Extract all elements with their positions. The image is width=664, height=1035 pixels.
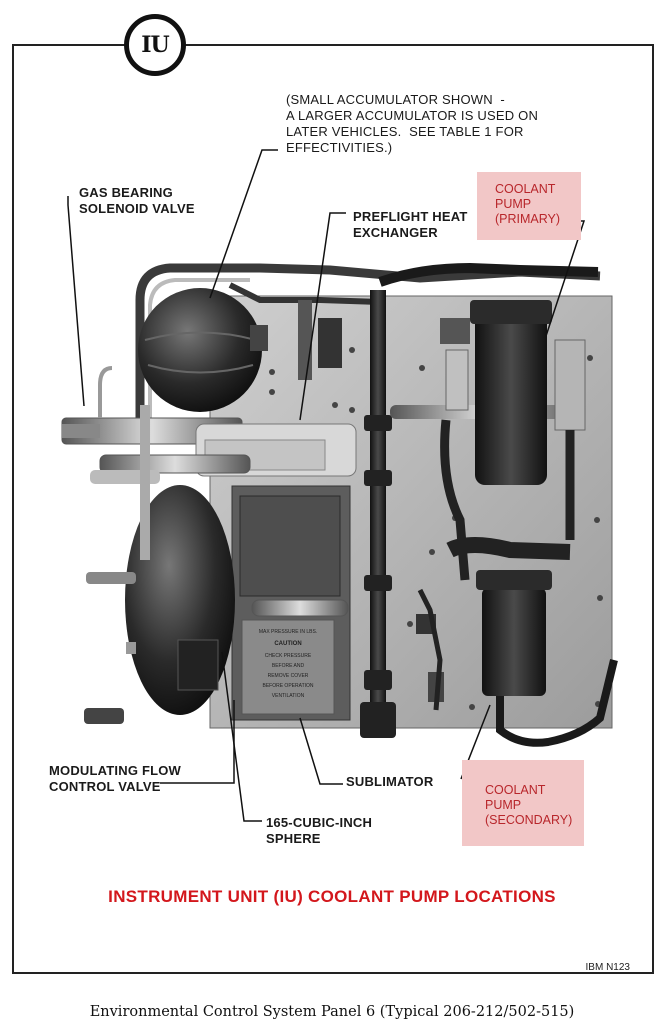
highlight-secondary-pump [462,760,584,846]
plate-text-6: BEFORE OPERATION [262,683,313,689]
plate-text-5: REMOVE COVER [268,673,309,679]
plate-text-2: CAUTION [274,641,301,647]
label-165-cubic-inch-sphere: 165-CUBIC-INCH SPHERE [266,815,373,846]
accumulator-note: (SMALL ACCUMULATOR SHOWN - A LARGER ACCU… [286,92,539,155]
label-sublimator: SUBLIMATOR [346,774,434,789]
iu-logo-text: IU [141,32,170,58]
label-coolant-pump-primary: COOLANT PUMP (PRIMARY) [495,182,561,226]
label-coolant-pump-secondary: COOLANT PUMP (SECONDARY) [485,783,573,827]
plate-text-4: BEFORE AND [272,663,305,669]
plate-text-1: MAX PRESSURE IN LBS. [259,629,317,635]
label-gas-bearing-solenoid-valve: GAS BEARING SOLENOID VALVE [79,185,195,216]
small-accumulator [138,288,262,412]
iu-logo: IU [124,14,186,76]
figure-id: IBM N123 [585,962,630,973]
plate-text-3: CHECK PRESSURE [265,653,312,659]
plate-text-7: VENTILATION [272,693,305,699]
coolant-pump-primary-body [475,310,547,485]
page-caption: Environmental Control System Panel 6 (Ty… [89,1004,575,1020]
label-modulating-flow-control-valve: MODULATING FLOW CONTROL VALVE [49,763,182,794]
figure-frame [12,44,654,974]
label-preflight-heat-exchanger: PREFLIGHT HEAT EXCHANGER [353,209,468,240]
coolant-pump-secondary-body [482,588,546,696]
highlight-primary-pump [477,172,581,240]
figure-title: INSTRUMENT UNIT (IU) COOLANT PUMP LOCATI… [108,887,556,906]
